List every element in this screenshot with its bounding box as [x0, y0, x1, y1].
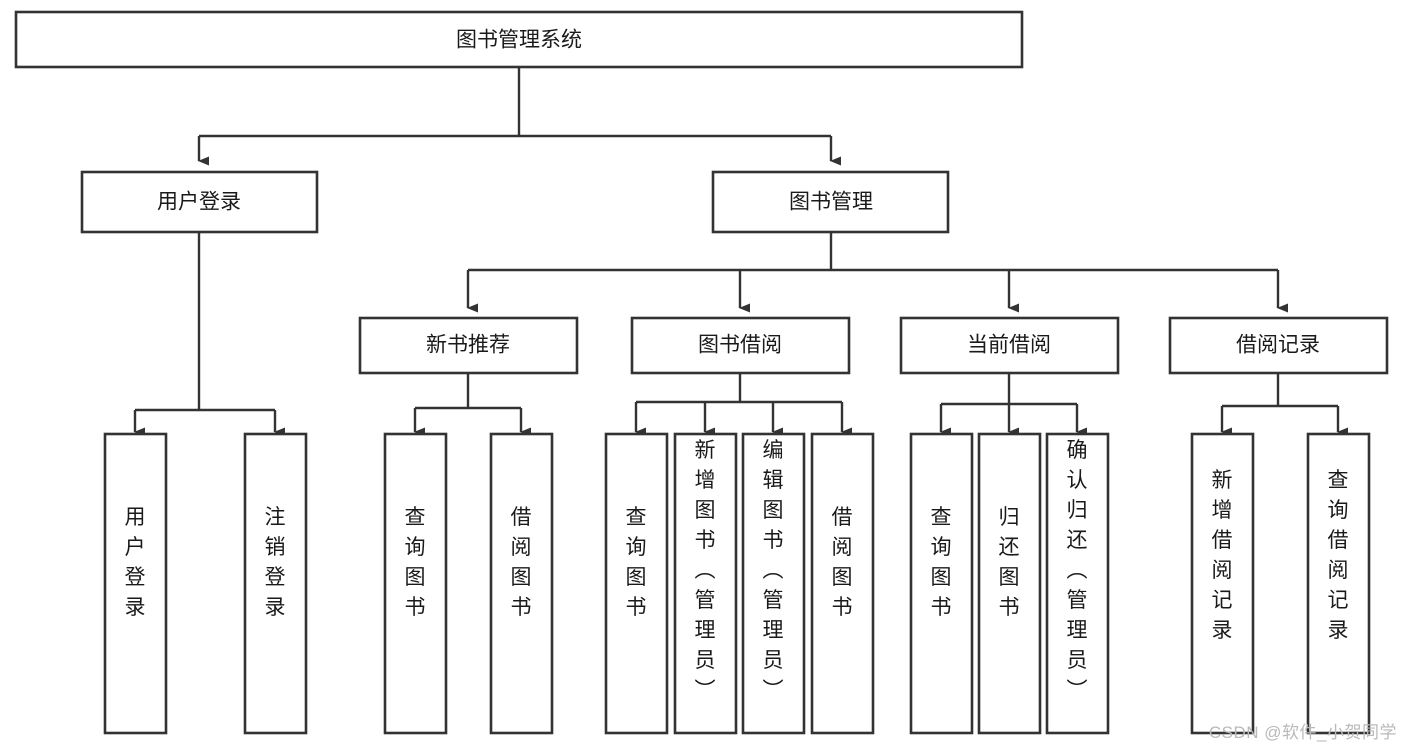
leaf-borrow-book-1-box[interactable]	[489, 432, 554, 735]
edge-borrowrecord-to-leaves	[1220, 373, 1348, 437]
leaf-logout-label: 注销登录	[265, 506, 286, 619]
node-new-book-recommend[interactable]: 新书推荐	[358, 316, 579, 375]
edge-currentborrow-to-leaves	[939, 373, 1087, 437]
edge-userlogin-to-leaves	[133, 232, 285, 437]
leaf-edit-book[interactable]: 编辑图书︵管理员︶	[741, 432, 806, 735]
leaf-user-login[interactable]: 用户登录	[103, 432, 168, 735]
node-current-borrow[interactable]: 当前借阅	[899, 316, 1120, 375]
leaf-query-book-2-box[interactable]	[604, 432, 669, 735]
node-borrow-record[interactable]: 借阅记录	[1168, 316, 1389, 375]
leaf-return-book[interactable]: 归还图书	[977, 432, 1042, 735]
leaf-query-book-1[interactable]: 查询图书	[383, 432, 448, 735]
leaf-add-record-label: 新增借阅记录	[1212, 469, 1233, 642]
leaf-query-record-box[interactable]	[1306, 432, 1371, 735]
node-current-borrow-box[interactable]	[899, 316, 1120, 375]
node-book-management[interactable]: 图书管理	[711, 170, 950, 234]
leaf-query-book-1-label: 查询图书	[405, 506, 426, 619]
node-book-borrow-label: 图书借阅	[698, 334, 782, 357]
leaf-query-record[interactable]: 查询借阅记录	[1306, 432, 1371, 735]
edge-root-to-level1	[197, 67, 841, 166]
leaf-edit-book-label: 编辑图书︵管理员︶	[763, 439, 784, 702]
leaf-user-login-box[interactable]	[103, 432, 168, 735]
leaf-return-book-box[interactable]	[977, 432, 1042, 735]
node-borrow-record-box[interactable]	[1168, 316, 1389, 375]
leaf-borrow-book-2-box[interactable]	[810, 432, 875, 735]
leaf-add-book-label: 新增图书︵管理员︶	[695, 439, 716, 702]
leaf-query-book-3-box[interactable]	[909, 432, 974, 735]
node-current-borrow-label: 当前借阅	[967, 334, 1051, 357]
node-book-management-box[interactable]	[711, 170, 950, 234]
leaf-add-book-box[interactable]	[673, 432, 738, 735]
leaf-add-record-box[interactable]	[1190, 432, 1255, 735]
leaf-logout[interactable]: 注销登录	[243, 432, 308, 735]
node-root[interactable]: 图书管理系统	[14, 10, 1024, 69]
node-user-login-label: 用户登录	[157, 191, 241, 214]
leaf-return-book-label: 归还图书	[999, 506, 1020, 619]
node-book-management-label: 图书管理	[789, 191, 873, 214]
node-borrow-record-label: 借阅记录	[1236, 334, 1320, 357]
node-root-box[interactable]	[14, 10, 1024, 69]
edge-bookborrow-to-leaves	[634, 373, 852, 437]
leaf-borrow-book-1-label: 借阅图书	[511, 506, 532, 619]
leaf-add-book[interactable]: 新增图书︵管理员︶	[673, 432, 738, 735]
node-new-book-recommend-box[interactable]	[358, 316, 579, 375]
leaf-query-book-2-label: 查询图书	[626, 506, 647, 619]
leaf-borrow-book-2[interactable]: 借阅图书	[810, 432, 875, 735]
leaf-query-book-3[interactable]: 查询图书	[909, 432, 974, 735]
leaf-query-book-3-label: 查询图书	[931, 506, 952, 619]
node-user-login[interactable]: 用户登录	[80, 170, 319, 234]
leaf-confirm-return[interactable]: 确认归还︵管理员︶	[1045, 432, 1110, 735]
leaf-query-record-label: 查询借阅记录	[1328, 469, 1349, 642]
csdn-watermark: CSDN @软件_小贺同学	[1208, 723, 1397, 742]
leaf-query-book-2[interactable]: 查询图书	[604, 432, 669, 735]
edge-newbook-to-leaves	[413, 373, 531, 437]
node-root-label: 图书管理系统	[456, 29, 582, 52]
leaf-user-login-label: 用户登录	[125, 506, 146, 619]
leaf-borrow-book-2-label: 借阅图书	[832, 506, 853, 619]
leaf-confirm-return-box[interactable]	[1045, 432, 1110, 735]
node-book-borrow-box[interactable]	[630, 316, 851, 375]
leaf-add-record[interactable]: 新增借阅记录	[1190, 432, 1255, 735]
edge-bookmanagement-to-level2	[466, 232, 1288, 313]
leaf-edit-book-box[interactable]	[741, 432, 806, 735]
leaf-borrow-book-1[interactable]: 借阅图书	[489, 432, 554, 735]
node-book-borrow[interactable]: 图书借阅	[630, 316, 851, 375]
leaf-confirm-return-label: 确认归还︵管理员︶	[1067, 439, 1088, 702]
leaf-query-book-1-box[interactable]	[383, 432, 448, 735]
leaf-logout-box[interactable]	[243, 432, 308, 735]
node-user-login-box[interactable]	[80, 170, 319, 234]
node-new-book-recommend-label: 新书推荐	[426, 334, 510, 357]
